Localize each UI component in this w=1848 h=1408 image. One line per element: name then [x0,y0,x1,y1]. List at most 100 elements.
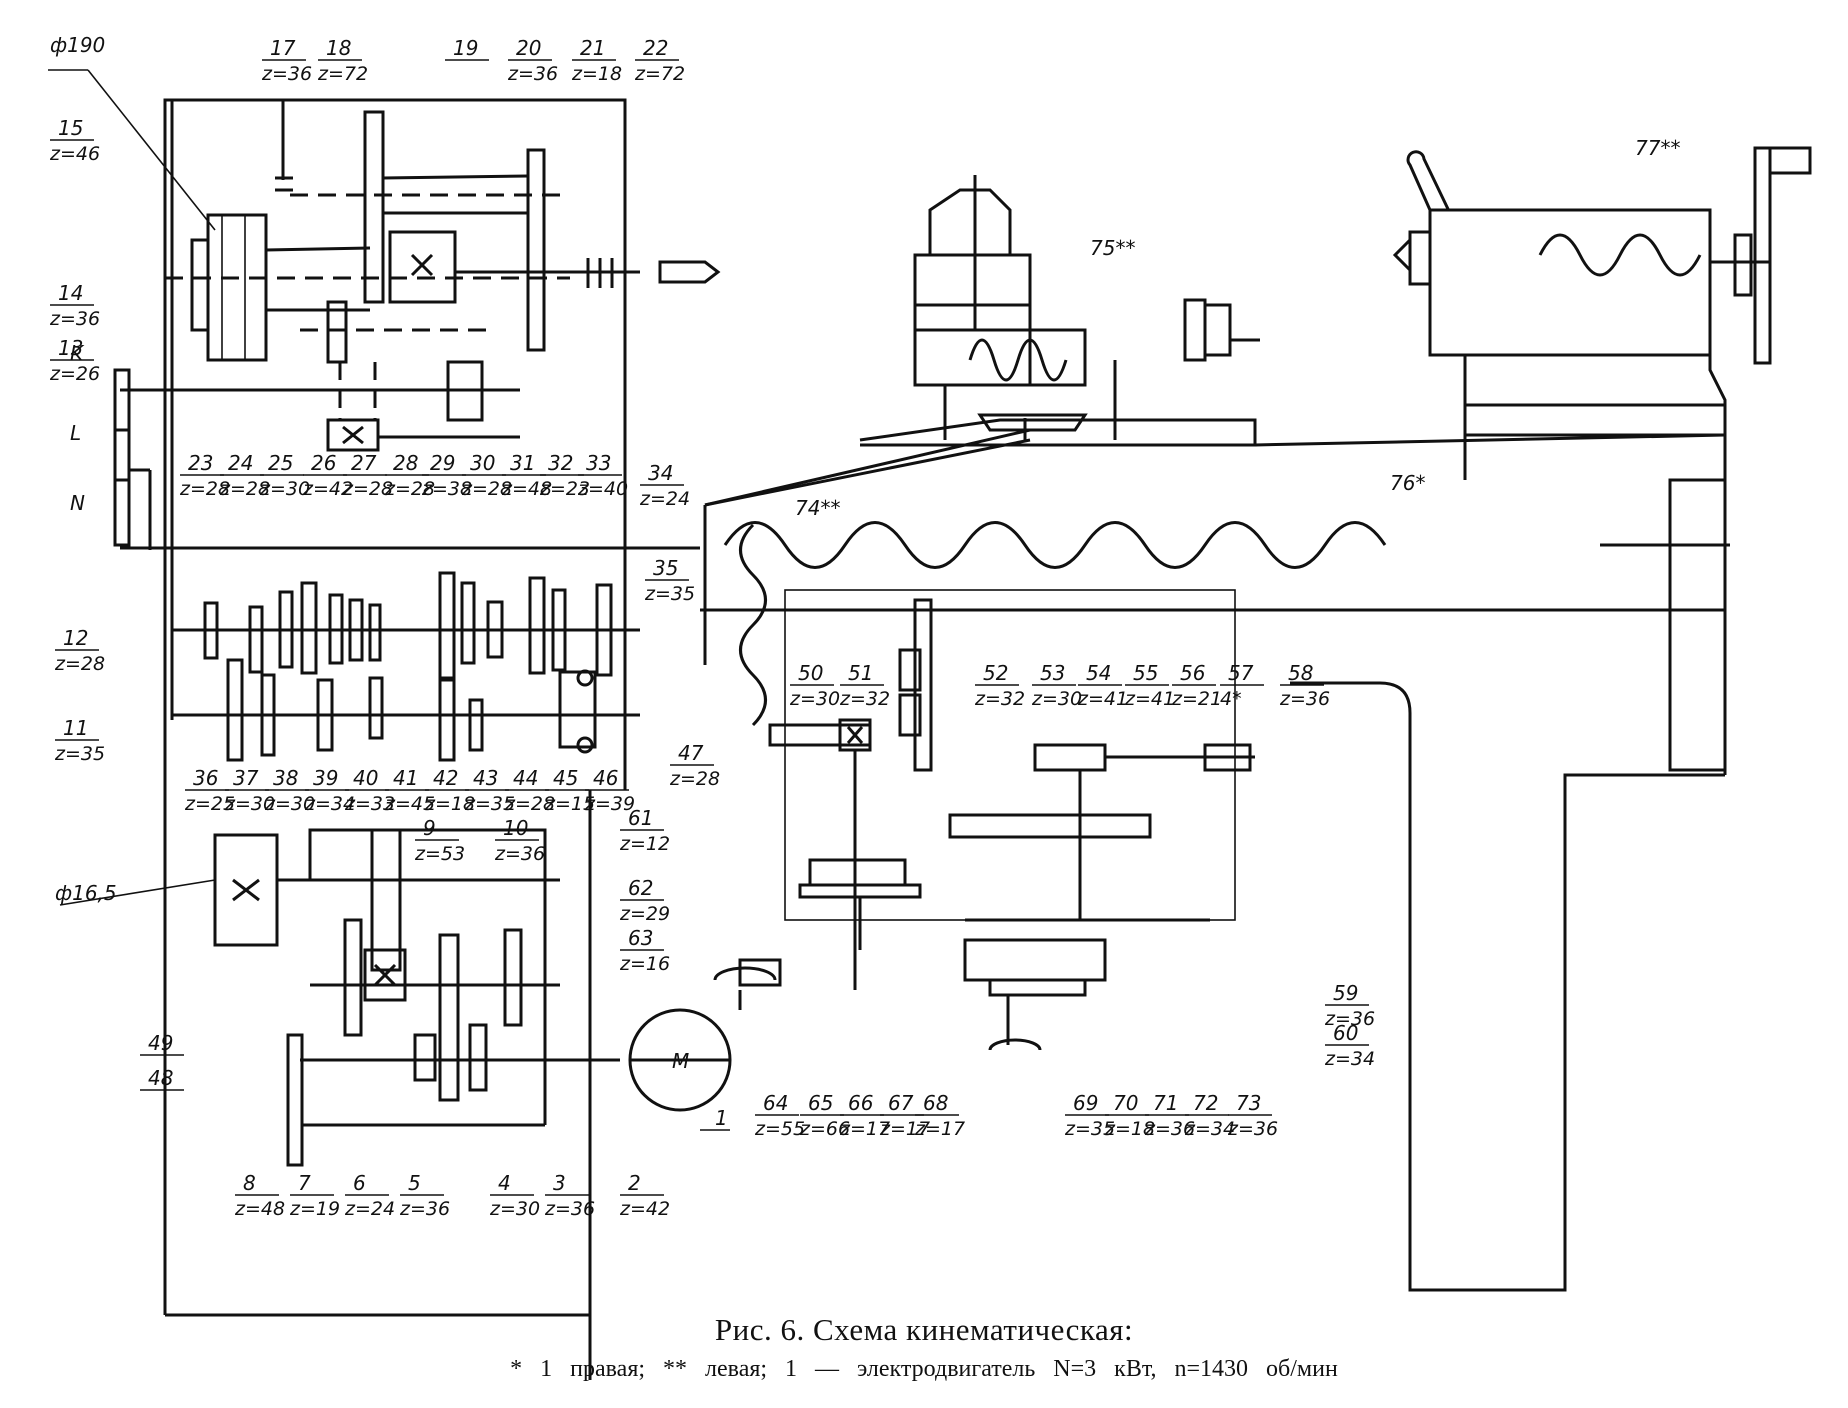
headstock [113,98,721,1315]
feed-gearbox [120,546,700,762]
gear-number: 36 [193,766,218,790]
pulley-190 [206,213,268,362]
gear-number: 10 [503,816,528,840]
gear-label-37: 37z=30 [224,766,275,815]
screw-75 [968,338,1068,382]
gear-teeth: z=18 [571,63,622,85]
gear-teeth: z=36 [399,1198,450,1220]
gear-label-9: 9z=53 [414,816,465,865]
gear-label-70: 70z=18 [1104,1091,1155,1140]
screw-77 [1538,233,1702,277]
gear-label-10: 10z=36 [494,816,545,865]
gear-teeth: z=21 [1171,688,1222,710]
gear-teeth: z=32 [839,688,890,710]
gear-5 [438,933,460,1102]
gear-number: 54 [1086,661,1111,685]
gear-label-72: 72z=34 [1184,1091,1235,1140]
label-d190: ф190 [50,33,105,57]
gear-label-54: 54z=41 [1077,661,1128,710]
gear-label-7: 7z=19 [289,1171,340,1220]
gear-number: 67 [888,1091,914,1115]
gear-number: 9 [423,816,436,840]
gear-teeth: z=41 [1124,688,1175,710]
gear-teeth: z=36 [261,63,312,85]
gear-number: 5 [408,1171,421,1195]
gear-number: 19 [453,36,478,60]
gear-teeth: z=28 [219,478,270,500]
gear-number: 38 [273,766,298,790]
gear-teeth: z=45 [384,793,435,815]
gear-number: 52 [983,661,1008,685]
gear-number: 11 [63,716,88,740]
gear-teeth: z=28 [179,478,230,500]
headstock-housing [163,98,627,1315]
gear-label-38: 38z=30 [264,766,315,815]
gear-number: 59 [1333,981,1358,1005]
gear-teeth: z=66 [799,1118,850,1140]
gear-label-56: 56z=21 [1171,661,1222,710]
gear-label-67: 67 z=17 [879,1091,930,1140]
gear-teeth: 4* [1220,688,1242,710]
gear-label-14: 14z=36 [49,281,100,330]
gear-label-34: 34z=24 [639,461,690,510]
gear-label-71: 71z=36 [1144,1091,1195,1140]
gear-teeth: z=36 [1144,1118,1195,1140]
gear-number: 62 [628,876,653,900]
gear-number: 50 [798,661,823,685]
gear-teeth: z=18 [424,793,475,815]
gear-label-19: 19 [445,36,489,61]
gear-shift-block [326,418,380,452]
gear-label-52: 52z=32 [974,661,1025,710]
gear-label-65: 65z=66 [799,1091,850,1140]
gear-number: 31 [510,451,535,475]
bed [700,438,1730,1292]
gear-label-15: 15z=46 [49,116,100,165]
label-screw-76: 76* [1390,471,1425,495]
gear-teeth: z=34 [1324,1048,1375,1070]
gear-label-17: 17z=36 [261,36,312,85]
gear-label-66: 66z=17 [839,1091,890,1140]
gear-teeth: z=23 [539,478,590,500]
gear-number: 45 [553,766,578,790]
gear-teeth: z=36 [507,63,558,85]
gear-number: 12 [63,626,88,650]
gear-number: 30 [470,451,495,475]
gear-teeth: z=18 [1104,1118,1155,1140]
gear-number: 15 [58,116,83,140]
gear-teeth: z=36 [49,308,100,330]
gear-label-30: 30 z=28 [461,451,512,500]
gear-label-33: 33z=40 [577,451,628,500]
gear-label-23: 23z=28 [179,451,230,500]
gear-number: 18 [326,36,351,60]
gear-teeth: z=34 [304,793,355,815]
gear-number: 72 [1193,1091,1218,1115]
gear-teeth: z=30 [489,1198,540,1220]
gear-teeth: z=28 [461,478,512,500]
gear-51 [913,598,933,772]
gear-number: 47 [678,741,704,765]
tailstock-lever [1406,150,1450,211]
gear-number: 28 [393,451,418,475]
gear-teeth: z=26 [49,363,100,385]
gear-teeth: z=38 [421,478,472,500]
gear-label-12: 12z=28 [54,626,105,675]
apron-housing [784,589,1236,921]
gear-number: 41 [393,766,418,790]
gear-number: 55 [1133,661,1158,685]
gear-label-61: 61z=12 [619,806,670,855]
gear-label-46: 46z=39 [584,766,635,815]
gear-teeth: z=72 [634,63,685,85]
gear-teeth: z=12 [619,833,670,855]
labels: ф190 ф16,5 K L N M 1 74** 75** 76* 77** [48,33,1680,1131]
gear-number: 7 [298,1171,311,1195]
gear-teeth: z=17 [914,1118,965,1140]
gear-number: 42 [433,766,458,790]
gear-teeth: z=42 [302,478,353,500]
gear-label-48: 48 [140,1066,184,1091]
clutch-shaft-blocks [948,813,1152,839]
gear-label-60: 60z=34 [1324,1021,1375,1070]
gear-teeth: z=17 [879,1118,930,1140]
gear-teeth: z=30 [789,688,840,710]
gear-label-45: 45z=15 [544,766,595,815]
